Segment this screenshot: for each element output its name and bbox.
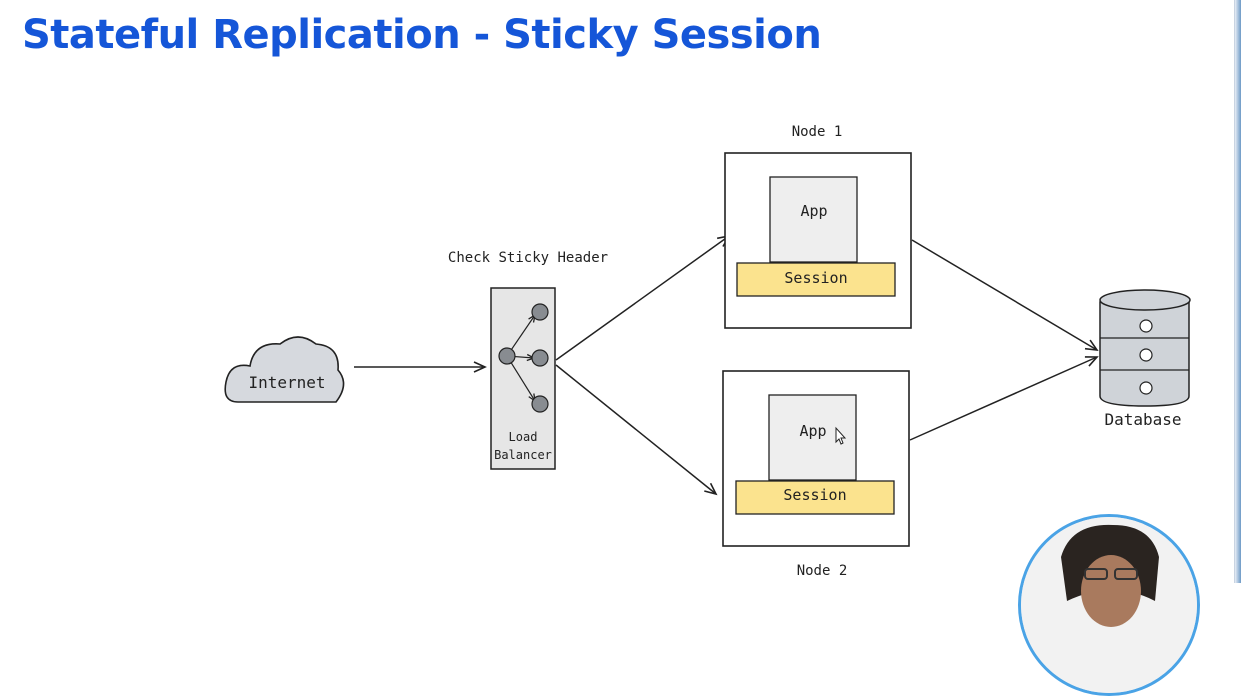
architecture-diagram: Internet Check Sticky Header Load Balanc… <box>224 124 1191 579</box>
presenter-avatar <box>1021 517 1197 693</box>
arrow-lb-to-node1 <box>555 234 731 361</box>
load-balancer-label-line1: Load <box>509 430 538 444</box>
database-label: Database <box>1104 410 1181 429</box>
arrow-node1-to-database <box>911 239 1099 351</box>
node2-session-box <box>735 480 895 515</box>
lb-target-node-icon <box>531 349 549 367</box>
node1-session-label: Session <box>784 269 847 287</box>
lb-target-node-icon <box>531 395 549 413</box>
node1-label: Node 1 <box>792 124 843 140</box>
node-1: Node 1 App Session <box>724 124 912 329</box>
node2-session-label: Session <box>783 486 846 504</box>
arrow-node2-to-database <box>909 356 1099 441</box>
mouse-cursor-icon <box>835 426 847 445</box>
internet-label: Internet <box>248 373 325 392</box>
node2-label: Node 2 <box>797 563 848 579</box>
slide-title: Stateful Replication - Sticky Session <box>22 12 822 58</box>
load-balancer-label-line2: Balancer <box>494 448 552 462</box>
lb-source-node-icon <box>498 347 516 365</box>
check-sticky-header-label: Check Sticky Header <box>448 250 608 266</box>
node1-app-label: App <box>800 202 827 220</box>
database-icon <box>1099 289 1191 407</box>
load-balancer: Load Balancer <box>490 287 556 470</box>
node1-app-box <box>769 176 858 263</box>
internet-cloud: Internet <box>224 336 345 403</box>
window-right-edge <box>1234 0 1241 583</box>
node1-session-box <box>736 262 896 297</box>
lb-target-node-icon <box>531 303 549 321</box>
node-2: App Session Node 2 <box>722 370 910 579</box>
node2-app-label: App <box>799 422 826 440</box>
presenter-webcam <box>1018 514 1200 696</box>
arrow-lb-to-node2 <box>555 364 718 496</box>
